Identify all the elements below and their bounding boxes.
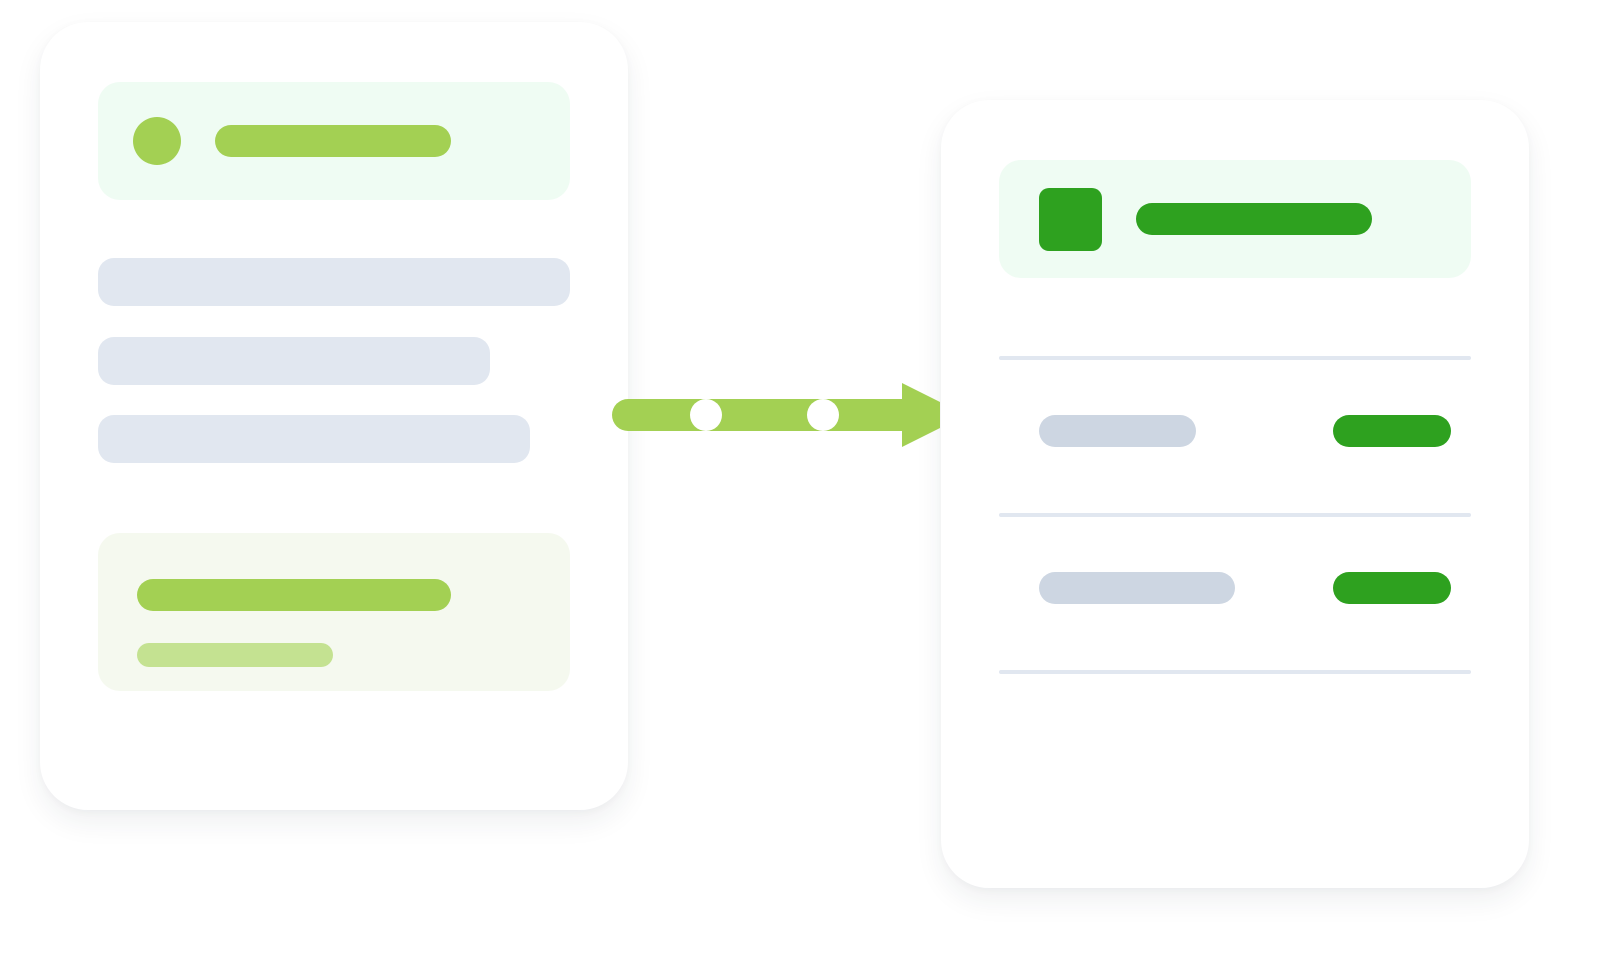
source-line-1: [98, 258, 570, 306]
target-row-2-label-placeholder: [1039, 572, 1235, 604]
source-header: [98, 82, 570, 200]
connector-node-1: [690, 399, 722, 431]
target-divider-1: [999, 356, 1471, 360]
arrow-right-icon: [902, 383, 940, 447]
target-row-2-value-placeholder: [1333, 572, 1451, 604]
target-row-1-label-placeholder: [1039, 415, 1196, 447]
connector-node-2: [807, 399, 839, 431]
source-footer: [98, 533, 570, 691]
target-header: [999, 160, 1471, 278]
target-row-1: [999, 399, 1471, 447]
source-card: [40, 22, 628, 810]
connector-shaft: [612, 399, 940, 431]
target-row-2: [999, 556, 1471, 604]
rounded-square-icon: [1039, 188, 1102, 251]
source-line-2: [98, 337, 490, 385]
source-line-3: [98, 415, 530, 463]
target-row-1-value-placeholder: [1333, 415, 1451, 447]
circle-icon: [133, 117, 181, 165]
target-divider-3: [999, 670, 1471, 674]
target-divider-2: [999, 513, 1471, 517]
source-footer-subtitle-placeholder: [137, 643, 333, 667]
source-footer-title-placeholder: [137, 579, 451, 611]
target-title-placeholder: [1136, 203, 1372, 235]
target-card: [941, 100, 1529, 888]
source-title-placeholder: [215, 125, 451, 157]
